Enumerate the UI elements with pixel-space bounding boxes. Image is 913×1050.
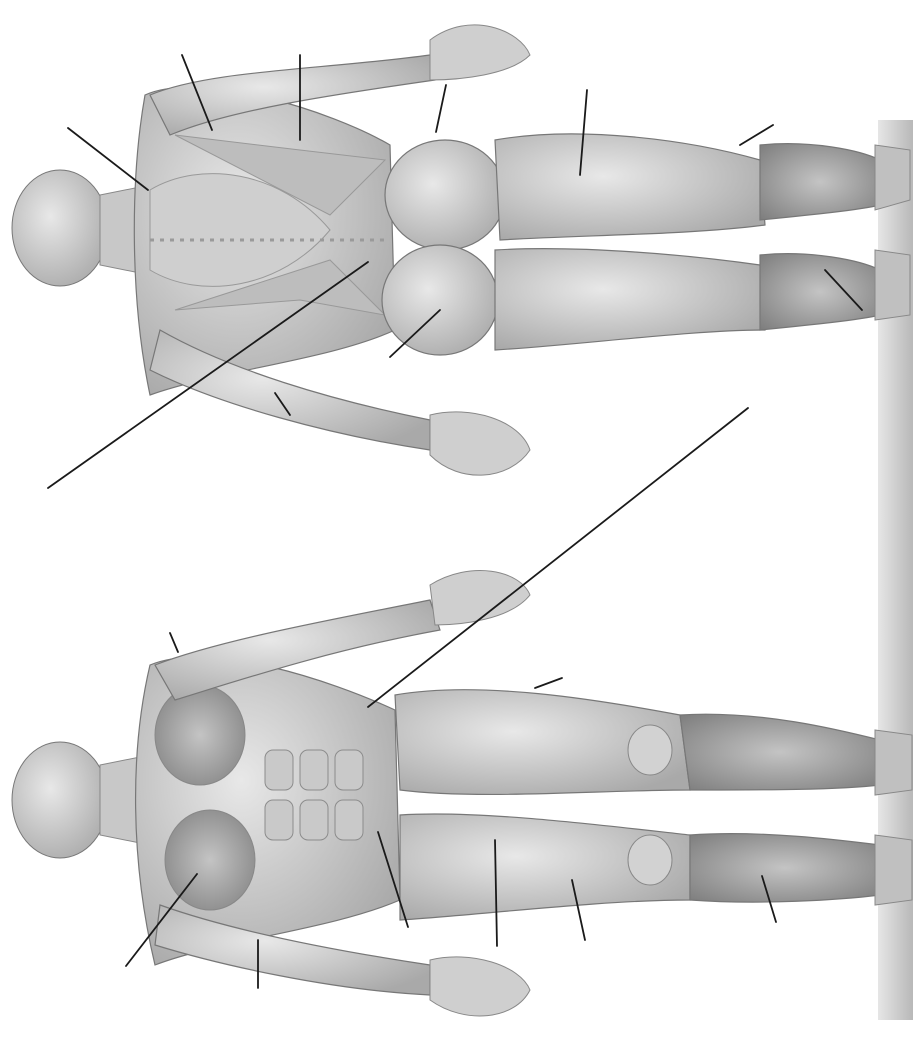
anterior-foot-left xyxy=(875,730,912,795)
posterior-gluteus-left xyxy=(385,140,505,250)
posterior-thigh-right xyxy=(495,249,765,350)
anterior-foot-right xyxy=(875,835,912,905)
leader-line-11 xyxy=(368,408,748,707)
anterior-figure xyxy=(12,571,912,1016)
leader-line-13 xyxy=(535,678,562,688)
anterior-knee-right xyxy=(628,835,672,885)
anterior-head xyxy=(12,742,108,858)
posterior-hand-left xyxy=(430,25,530,80)
leader-line-12 xyxy=(170,633,178,652)
posterior-hand-right xyxy=(430,412,530,475)
leader-line-6 xyxy=(740,125,773,145)
anterior-knee-left xyxy=(628,725,672,775)
posterior-head xyxy=(12,170,108,286)
posterior-figure xyxy=(12,25,910,475)
posterior-gluteus-right xyxy=(382,245,498,355)
leader-line-4 xyxy=(436,85,446,132)
anterior-hand-upper xyxy=(430,571,530,625)
posterior-calf-left xyxy=(760,144,880,220)
anterior-pectoral-right xyxy=(165,810,255,910)
posterior-foot-left xyxy=(875,145,910,210)
anterior-pectoral-left xyxy=(155,685,245,785)
anterior-hand-lower xyxy=(430,957,530,1016)
posterior-calf-right xyxy=(760,254,880,330)
anterior-shin-left xyxy=(680,714,880,790)
posterior-foot-right xyxy=(875,250,910,320)
anterior-shin-right xyxy=(690,834,880,902)
posterior-thigh-left xyxy=(495,134,765,240)
